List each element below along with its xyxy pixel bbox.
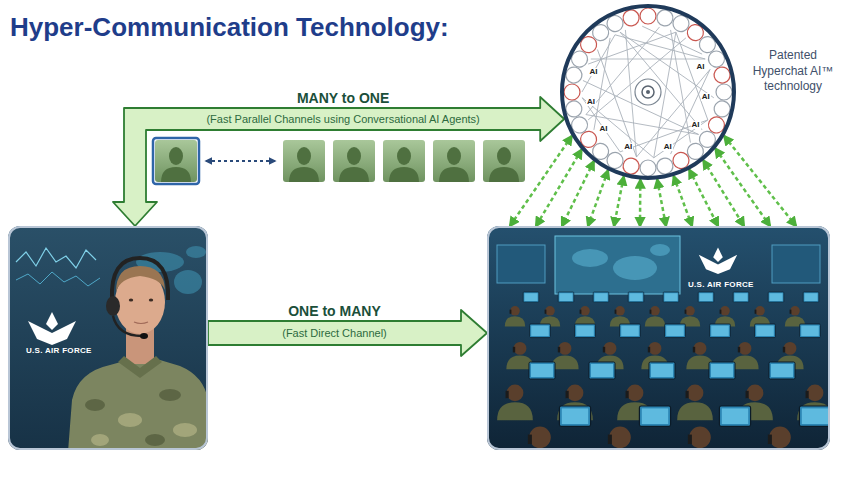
dotted-channel-arrow (657, 180, 666, 227)
room-illustration (487, 226, 830, 450)
hyperchat-network: Patented Hyperchat AI™ technology (560, 4, 736, 180)
agent-marker: AI (599, 125, 609, 133)
dotted-channel-arrow (614, 177, 624, 226)
agent-marker: AI (663, 143, 673, 151)
channel-subtitle: (Fast Parallel Channels using Conversati… (206, 113, 479, 125)
agent-marker: AI (696, 63, 706, 71)
agent-marker: AI (701, 93, 711, 101)
dotted-channel-arrow (703, 160, 744, 226)
logo-text: U.S. AIR FORCE (688, 281, 754, 290)
edge-label: ONE to MANY (288, 303, 381, 319)
logo-text: U.S. AIR FORCE (26, 347, 92, 356)
operations-room: U.S. AIR FORCE (487, 226, 830, 450)
dotted-channel-arrow (588, 170, 608, 226)
dotted-channel-arrow (639, 180, 642, 226)
dotted-channel-arrow (674, 176, 692, 226)
agent-marker: AI (586, 98, 596, 106)
dotted-channel-arrow (536, 150, 582, 226)
channel-subtitle: (Fast Direct Channel) (282, 327, 387, 339)
network-ring (560, 4, 736, 180)
agent-marker: AI (623, 143, 633, 151)
dotted-channel-arrow (562, 161, 594, 226)
soldier-panel: U.S. AIR FORCE (8, 226, 208, 450)
diagram-title: Hyper-Communication Technology: (10, 12, 449, 43)
network-illustration (562, 6, 734, 178)
agent-avatars (153, 138, 525, 184)
bent-block-arrow (113, 97, 564, 226)
agent-marker: AI (691, 121, 701, 129)
soldier-illustration (8, 226, 208, 450)
technology-caption: Patented Hyperchat AI™ technology (746, 48, 840, 95)
edge-label: MANY to ONE (297, 90, 389, 106)
dotted-channel-arrow (689, 170, 718, 226)
dotted-channel-arrow (724, 136, 796, 226)
agent-marker: AI (588, 68, 598, 76)
ring-outline (562, 6, 734, 178)
